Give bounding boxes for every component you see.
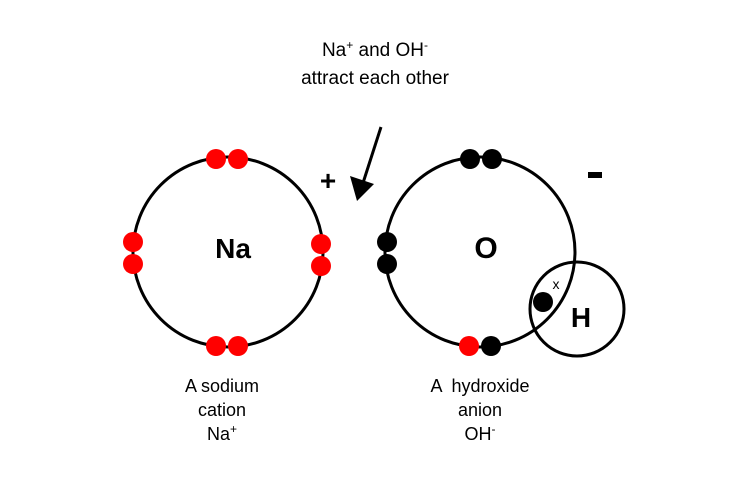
transferred-electron [459,336,479,356]
hydrogen-symbol: H [571,302,591,333]
positive-charge: + [320,165,336,196]
sodium-ion: Na + A sodium cation Na+ [123,149,336,444]
sodium-label-2: cation [198,400,246,420]
attraction-arrow [350,126,383,201]
title-line-2: attract each other [301,68,450,89]
negative-charge-text: - [595,181,596,183]
sodium-formula: Na+ [207,422,237,444]
hydroxide-ion: x O H - A hydroxide anion OH- [377,149,626,444]
title-line-1: Na+ and OH- [322,38,428,61]
oxygen-symbol: O [474,232,497,265]
oxygen-shell [383,155,577,349]
hydrogen-electron-mark: x [553,276,560,292]
sodium-symbol: Na [215,233,251,264]
hydrogen-shell [528,260,626,358]
oxygen-electrons [377,149,553,356]
sodium-electrons [123,149,331,356]
hydroxide-label-2: anion [458,400,502,420]
sodium-label-1: A sodium [185,376,259,396]
hydroxide-formula: OH- [465,422,496,444]
hydroxide-label-1: A hydroxide [430,376,529,396]
negative-charge [588,172,602,178]
